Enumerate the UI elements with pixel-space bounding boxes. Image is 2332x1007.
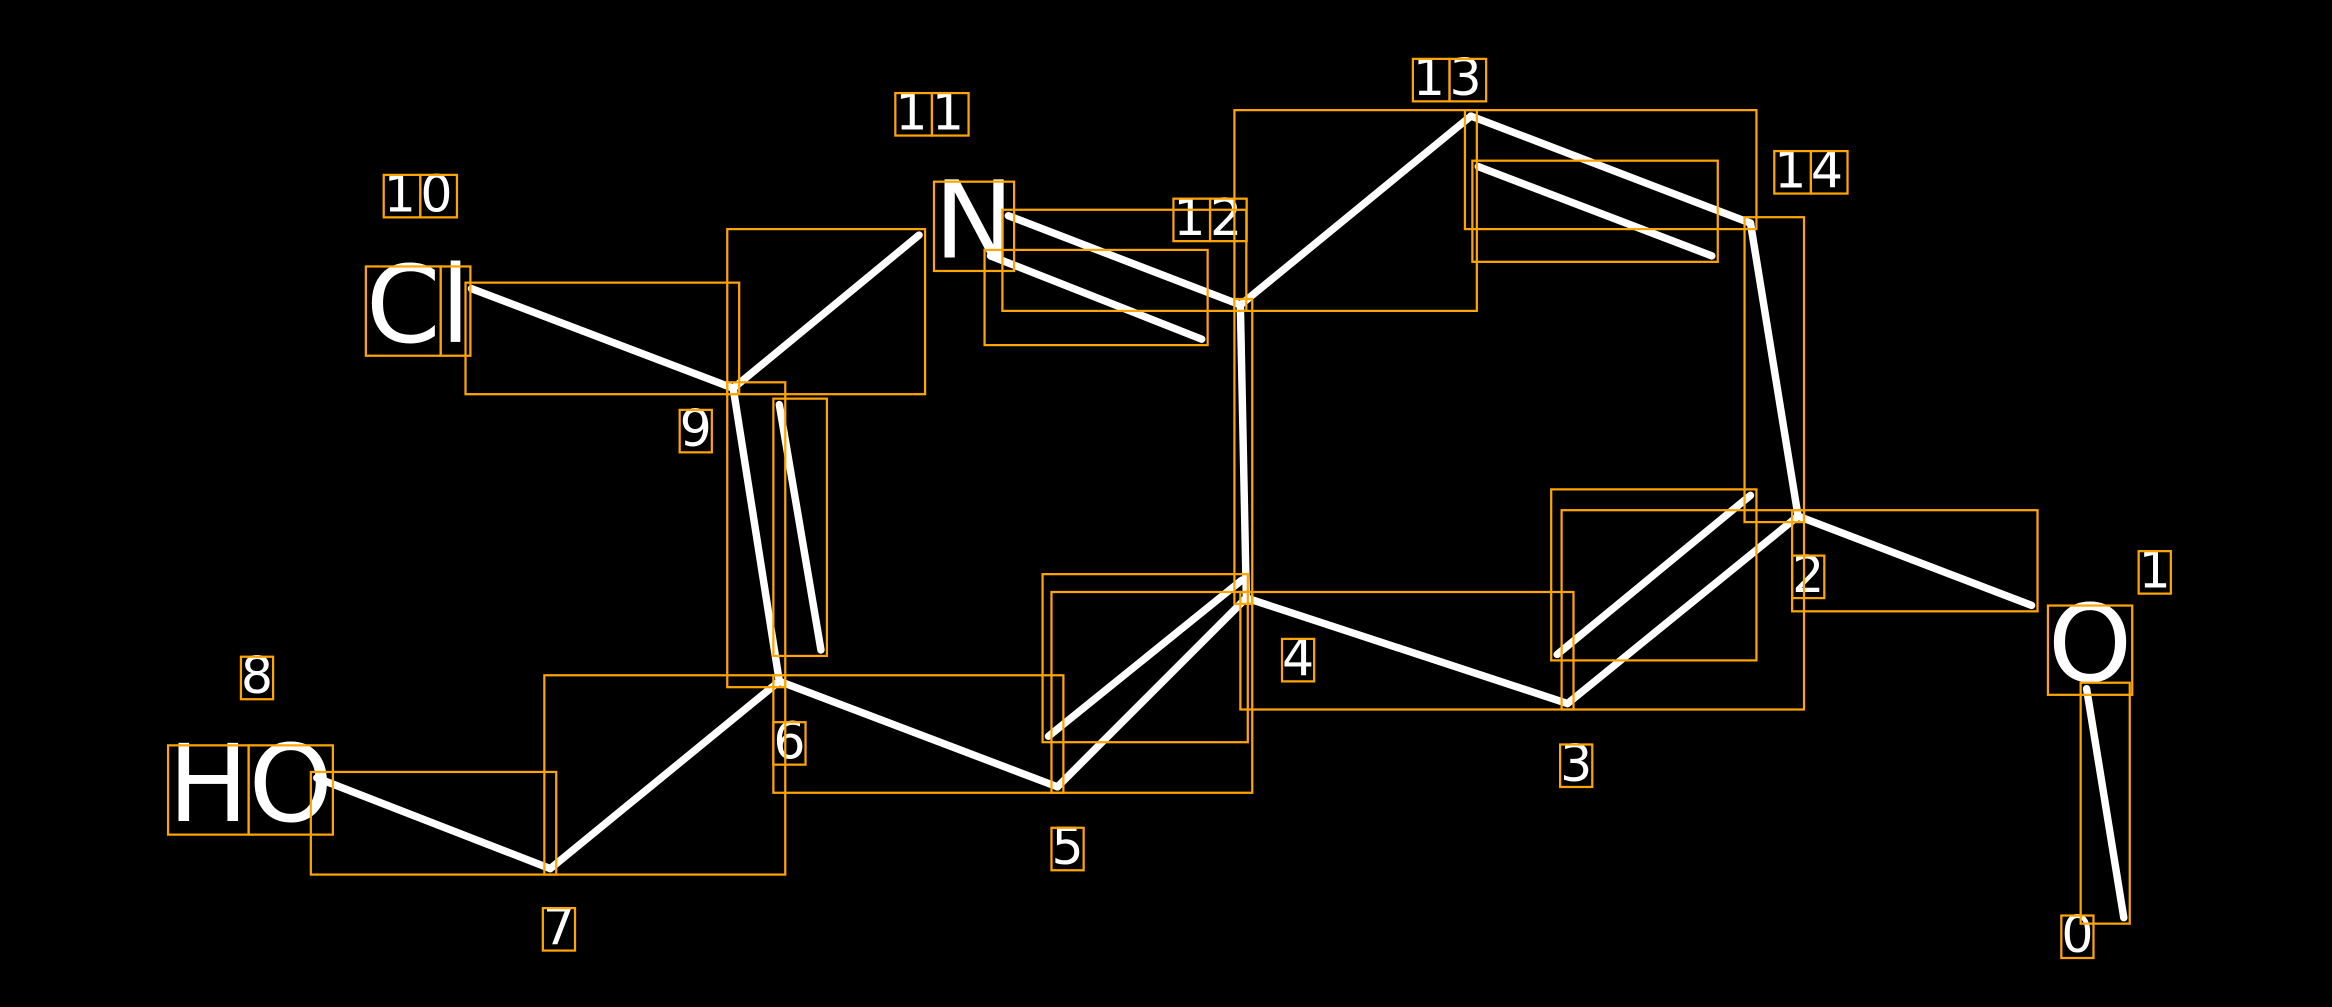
- bond-11-12: [1004, 212, 1245, 309]
- atom-index-6-char-box: [772, 721, 807, 766]
- bond-14-2: [1746, 219, 1802, 520]
- bond-8-7: [313, 774, 554, 873]
- bond-0-1-box: [2079, 681, 2131, 925]
- atom-index-11-char-box: [930, 91, 970, 137]
- atom-index-1-char-box: [2137, 550, 2172, 595]
- atom-index-2-char-box: [1791, 554, 1826, 600]
- bounding-boxes: [166, 57, 2172, 960]
- bond-4-3: [1242, 594, 1572, 708]
- atom-index-7-char-box: [541, 906, 577, 952]
- bond-9-11-box: [726, 227, 927, 396]
- atom-label-cl: Cl: [366, 244, 471, 368]
- bond-8-7-box: [309, 770, 558, 876]
- bond-5-4: [1053, 594, 1251, 791]
- atom-index-6: 6: [773, 712, 805, 771]
- atom-label-n-char-box: [932, 180, 1016, 273]
- bond-11-12-inner-box: [983, 248, 1209, 347]
- bond-13-14-inner-box: [1471, 159, 1719, 263]
- bond-9-6-inner-box: [772, 397, 829, 658]
- bond-3-2-inner: [1553, 491, 1755, 659]
- bond-12-4: [1236, 301, 1251, 602]
- bond-12-13: [1236, 112, 1475, 309]
- bond-6-5: [775, 677, 1062, 791]
- atom-label-o: O: [2048, 583, 2132, 707]
- bond-13-14-inner: [1474, 162, 1716, 260]
- atom-index-8-char-box: [239, 655, 275, 701]
- bond-0-1: [2082, 684, 2128, 922]
- bond-11-12-inner: [986, 252, 1206, 343]
- bond-9-6: [729, 384, 784, 685]
- bond-9-11: [729, 231, 923, 392]
- atom-index-3: 3: [1560, 734, 1592, 793]
- bond-3-2-inner-box: [1550, 488, 1758, 662]
- bond-13-14: [1467, 112, 1755, 227]
- atom-index-10-char-box: [419, 173, 459, 219]
- atom-index-9-char-box: [678, 408, 713, 454]
- bond-12-4-box: [1233, 297, 1254, 606]
- labels: O N Cl HO 0 1 2 3 4 5 6 7 8 9 10 11 12 1…: [168, 48, 2171, 964]
- bond-5-4-inner-box: [1041, 573, 1249, 744]
- bond-3-2: [1563, 512, 1802, 708]
- atom-index-0-char-box: [2060, 914, 2095, 960]
- bond-10-9: [467, 284, 737, 392]
- atom-index-5-char-box: [1050, 826, 1085, 872]
- bond-5-4-box: [1050, 590, 1254, 794]
- atom-label-ho: HO: [168, 723, 333, 847]
- atom-index-4: 4: [1282, 628, 1314, 687]
- atom-index-1: 1: [2139, 541, 2171, 600]
- bond-6-7-box: [543, 674, 787, 876]
- atom-index-0: 0: [2061, 905, 2093, 964]
- atom-index-8: 8: [241, 646, 273, 705]
- bond-14-2-box: [1743, 216, 1806, 524]
- atom-index-5: 5: [1051, 817, 1083, 876]
- bond-4-3-box: [1239, 590, 1575, 711]
- atom-label-cl-char-box: [439, 265, 472, 357]
- atom-index-2: 2: [1792, 545, 1824, 604]
- bond-3-2-box: [1560, 509, 1806, 711]
- bond-9-6-box: [726, 381, 787, 689]
- atom-index-3-char-box: [1559, 743, 1594, 789]
- bond-13-14-box: [1463, 109, 1758, 231]
- bond-10-9-box: [464, 281, 741, 396]
- bond-11-12-box: [1001, 208, 1248, 313]
- bond-2-1: [1794, 512, 2036, 610]
- atom-index-13-char-box: [1448, 57, 1488, 103]
- bond-5-4-inner: [1044, 576, 1246, 740]
- atom-label-o-char-box: [2046, 604, 2134, 696]
- bond-6-7: [546, 677, 784, 873]
- atom-index-12-char-box: [1208, 197, 1248, 243]
- atom-label-ho-char-box: [247, 744, 334, 836]
- atom-label-n: N: [934, 159, 1014, 283]
- atom-index-4-char-box: [1280, 637, 1316, 683]
- atom-index-14-char-box: [1809, 149, 1849, 195]
- atom-index-9: 9: [680, 399, 712, 458]
- atom-index-7: 7: [543, 897, 575, 956]
